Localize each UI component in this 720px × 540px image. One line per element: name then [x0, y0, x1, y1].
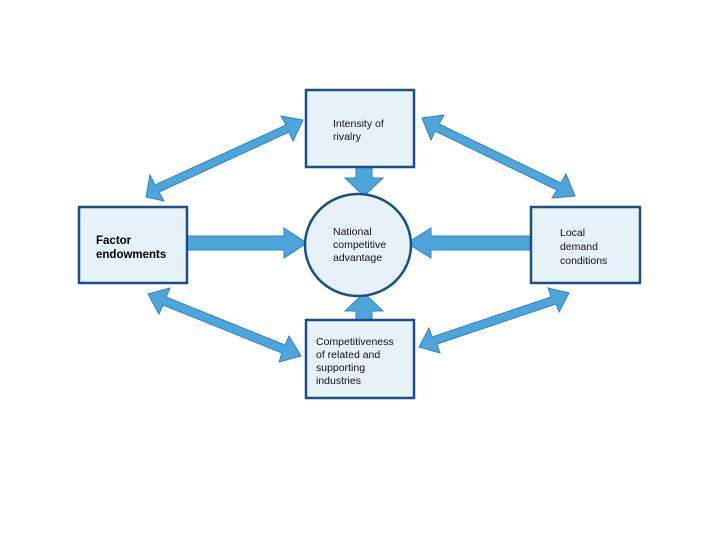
node-demand: Local demand conditions — [529, 205, 642, 285]
node-related-line-4: industries — [316, 375, 361, 387]
node-demand-line-2: demand — [560, 241, 598, 253]
node-national-line-1: National — [333, 226, 372, 238]
node-factor: Factor endowments — [77, 205, 189, 285]
node-related-line-3: supporting — [316, 362, 365, 374]
arrow-rivalry-to-national — [343, 166, 385, 197]
arrow-rivalry-demand — [421, 114, 576, 199]
node-rivalry: Intensity of rivalry — [304, 88, 416, 169]
node-related-line-1: Competitiveness — [316, 336, 394, 348]
node-demand-line-3: conditions — [560, 255, 607, 267]
arrow-factor-rivalry — [145, 115, 304, 202]
arrow-demand-to-national — [406, 227, 534, 259]
arrow-factor-to-national — [186, 227, 308, 259]
node-related: Competitiveness of related and supportin… — [304, 318, 416, 400]
node-demand-line-1: Local — [560, 227, 585, 239]
arrow-factor-related — [147, 287, 302, 363]
arrow-related-to-national — [343, 292, 385, 323]
node-related-line-2: of related and — [316, 349, 380, 361]
node-national-line-3: advantage — [333, 252, 382, 264]
node-factor-line-1: Factor — [96, 235, 132, 247]
arrow-related-demand — [418, 287, 570, 354]
node-rivalry-line-2: rivalry — [333, 131, 362, 143]
node-national-line-2: competitive — [333, 239, 386, 251]
node-rivalry-line-1: Intensity of — [333, 118, 384, 130]
node-factor-line-2: endowments — [96, 249, 166, 261]
node-national: National competitive advantage — [303, 192, 413, 298]
